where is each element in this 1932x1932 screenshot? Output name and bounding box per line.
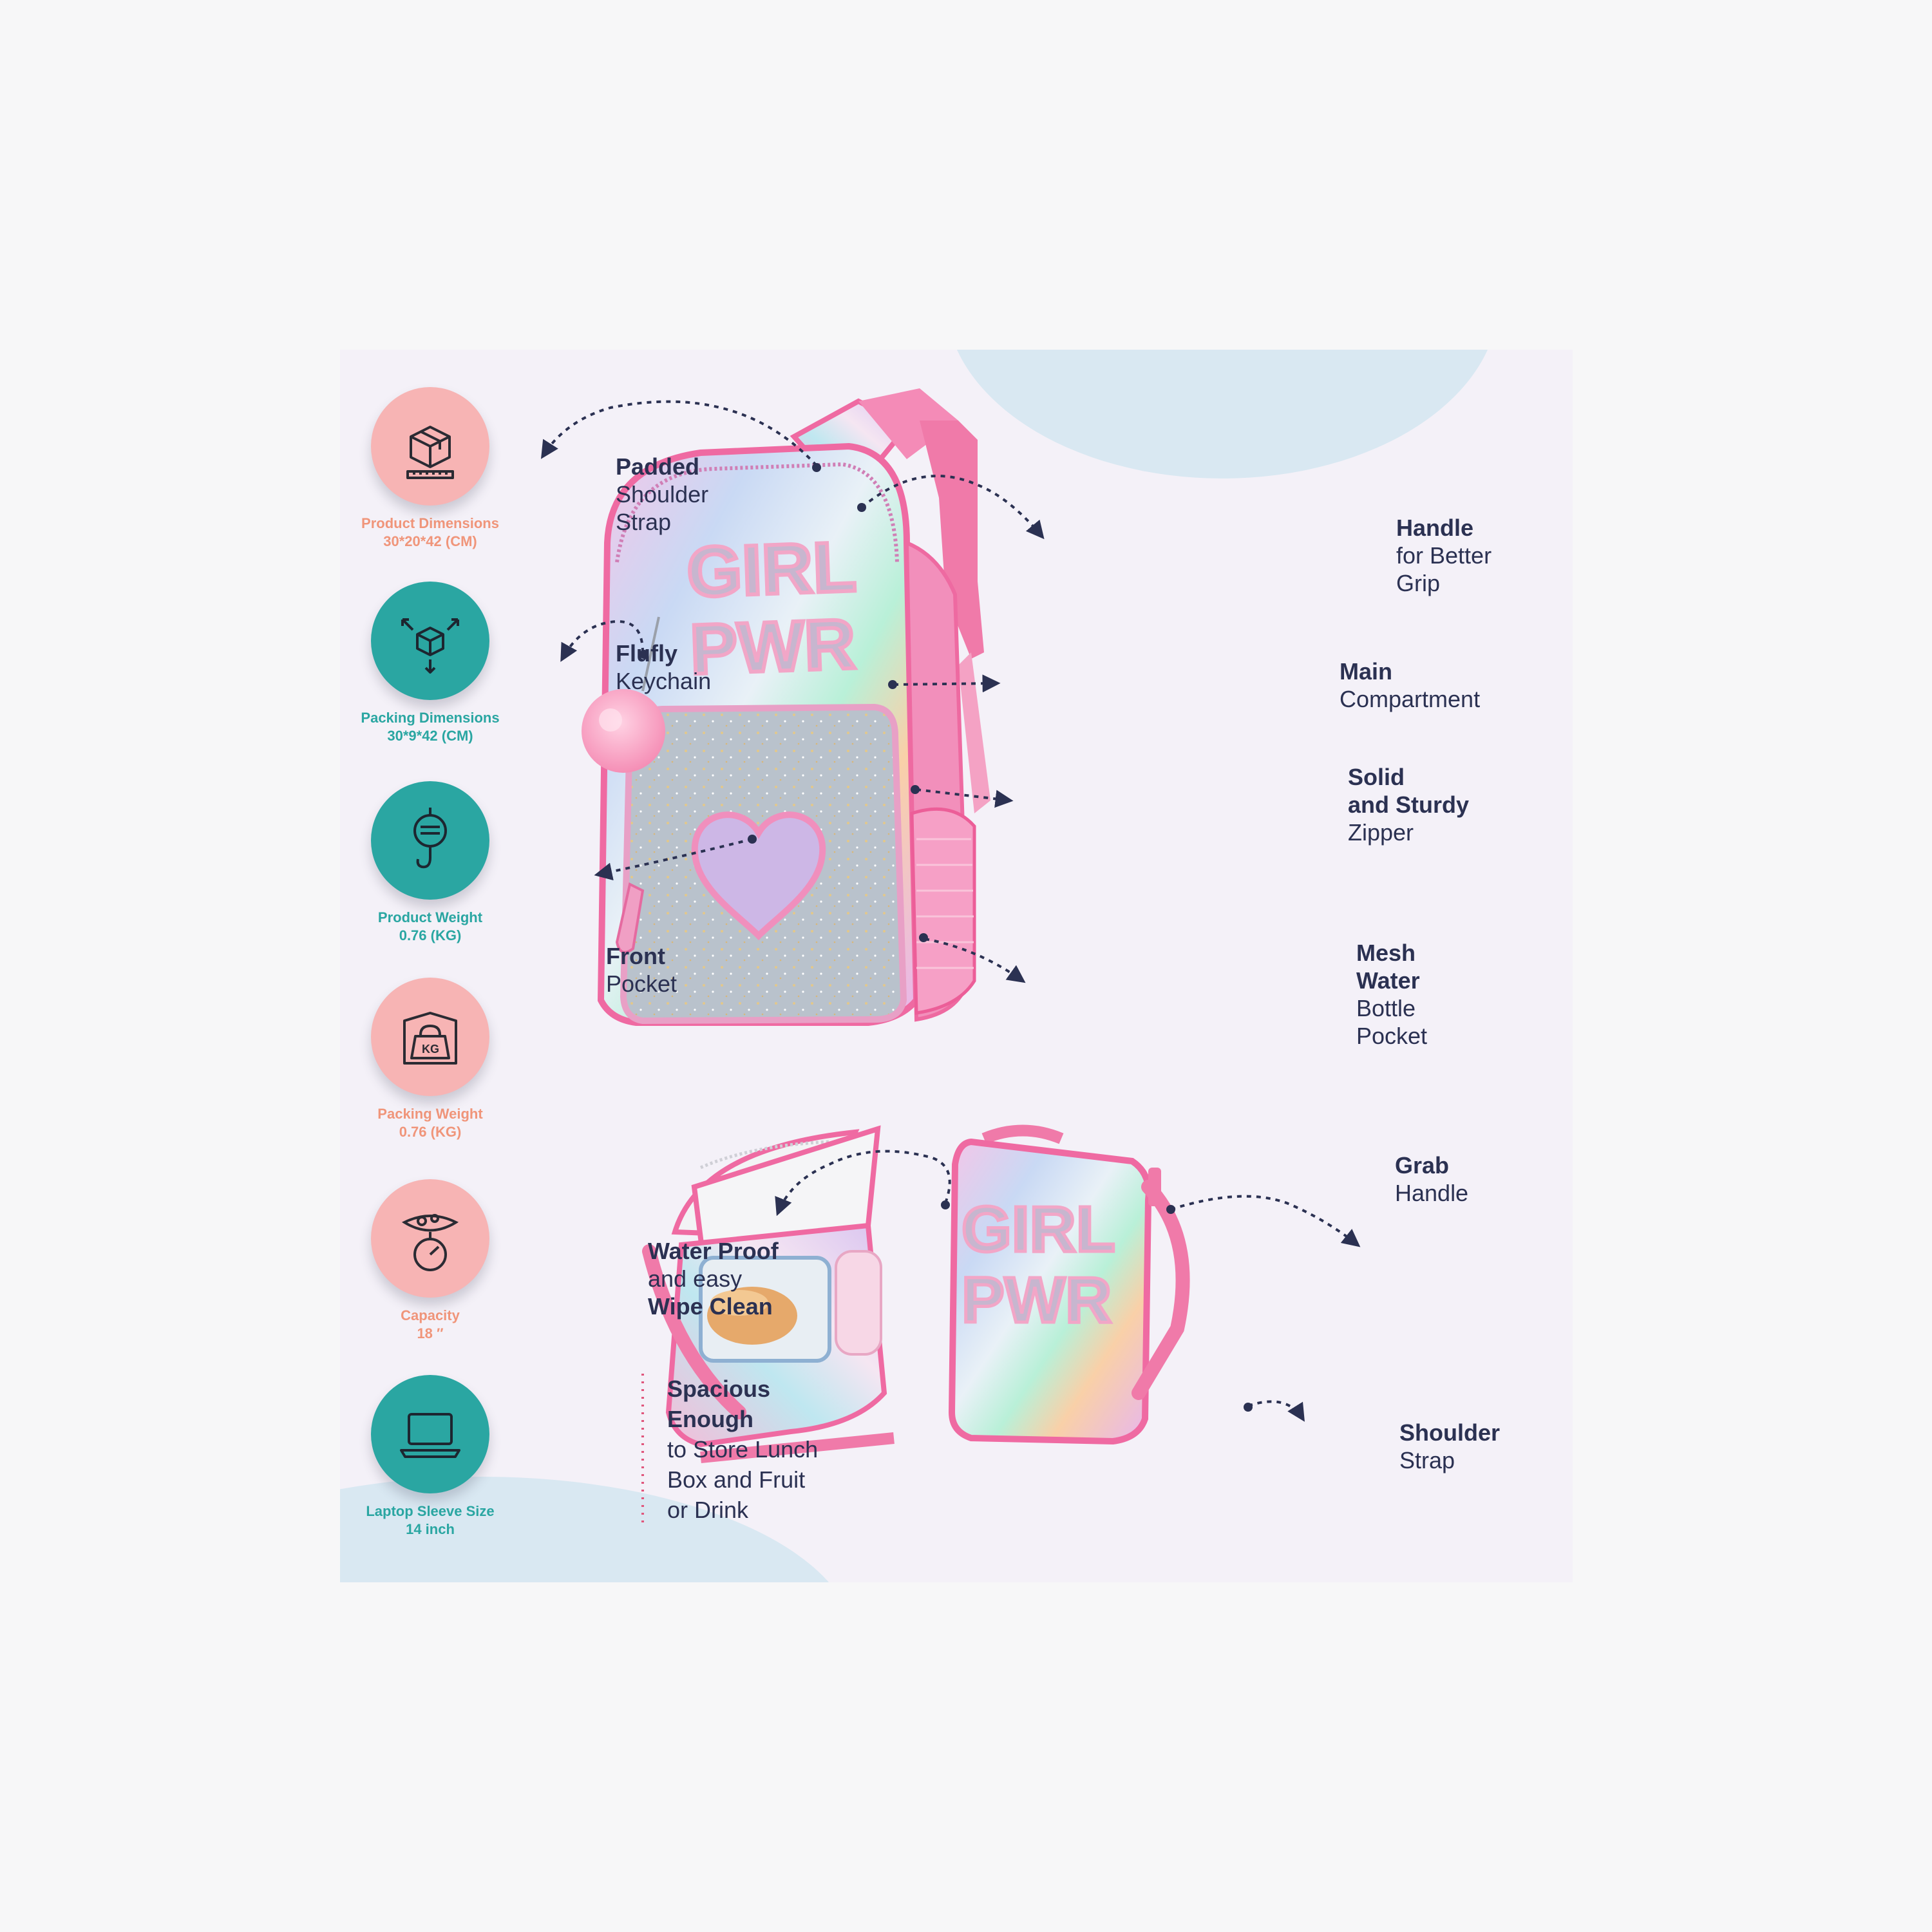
spec-label: Packing Dimensions [361, 710, 500, 726]
callout-spacious: Spacious Enough to Store Lunch Box and F… [667, 1374, 818, 1525]
callout-grab-handle: Grab Handle [1395, 1151, 1468, 1207]
callout-line: to Store Lunch [667, 1436, 819, 1463]
callout-title: Handle [1396, 515, 1474, 541]
lunchbox-logo-line1: GIRL [961, 1193, 1115, 1265]
callout-keychain: Flufly Keychain [616, 639, 711, 695]
backpack-logo-line2: PWR [689, 604, 857, 689]
callout-line: Keychain [616, 668, 712, 694]
spec-value: 0.76 (KG) [399, 927, 462, 943]
laptop-icon [371, 1375, 489, 1493]
spec-value: 0.76 (KG) [399, 1124, 462, 1140]
callout-line: Strap [1399, 1447, 1455, 1473]
callout-waterproof: Water Proof and easy Wipe Clean [648, 1237, 779, 1320]
spec-label: Product Weight [377, 909, 483, 925]
callout-title: Water [1356, 967, 1420, 994]
spec-value: 18 ″ [417, 1325, 444, 1341]
callout-padded-shoulder-strap: Padded Shoulder Strap [616, 453, 708, 536]
spec-value: 14 inch [406, 1521, 455, 1537]
spec-packing-weight: KG Packing Weight 0.76 (KG) [340, 978, 520, 1141]
callout-front-pocket: Front Pocket [606, 942, 677, 998]
lunch-box-closed: GIRL PWR [948, 1124, 1190, 1445]
callout-title: Water Proof [648, 1238, 779, 1264]
callout-line: Zipper [1348, 819, 1414, 846]
callout-dots [639, 463, 1253, 1412]
callout-line: Bottle [1356, 995, 1416, 1021]
callout-line: Pocket [606, 971, 677, 997]
callout-title: Padded [616, 453, 700, 480]
spec-label: Packing Weight [377, 1106, 483, 1122]
callout-line: or Drink [667, 1497, 749, 1523]
box-ruler-icon [371, 387, 489, 506]
callout-line: Compartment [1340, 686, 1481, 712]
hanging-scale-icon [371, 781, 489, 900]
callout-line: Strap [616, 509, 672, 535]
spec-capacity: Capacity 18 ″ [340, 1179, 520, 1343]
callout-title: and Sturdy [1348, 791, 1470, 818]
callout-line: and easy [648, 1265, 743, 1292]
spec-product-weight: Product Weight 0.76 (KG) [340, 781, 520, 945]
callout-title: Wipe Clean [648, 1293, 773, 1320]
spec-value: 30*9*42 (CM) [387, 728, 473, 744]
callout-shoulder-strap: Shoulder Strap [1399, 1419, 1500, 1474]
lunchbox-logo-line2: PWR [961, 1264, 1112, 1336]
callout-title: Spacious [667, 1376, 771, 1402]
callout-line: Grip [1396, 570, 1441, 596]
callout-title: Enough [667, 1406, 753, 1432]
callout-title: Front [606, 943, 665, 969]
backpack-logo-line1: GIRL [686, 527, 858, 612]
callout-title: Grab [1395, 1152, 1450, 1179]
spec-value: 30*20*42 (CM) [383, 533, 477, 549]
callout-line: Shoulder [616, 481, 709, 507]
infographic-panel: GIRL PWR [340, 350, 1573, 1582]
callout-title: Mesh [1356, 940, 1416, 966]
backpack: GIRL PWR [582, 388, 990, 1026]
product-illustration: GIRL PWR [540, 388, 1361, 1528]
box-arrows-icon [371, 582, 489, 700]
callout-line: for Better [1396, 542, 1492, 569]
spec-laptop-sleeve: Laptop Sleeve Size 14 inch [340, 1375, 520, 1539]
callout-handle: Handle for Better Grip [1396, 514, 1492, 597]
callout-main-compartment: Main Compartment [1340, 658, 1480, 713]
callout-connectors [540, 400, 1361, 1422]
callout-line: Pocket [1356, 1023, 1428, 1049]
callout-title: Shoulder [1399, 1419, 1501, 1446]
scale-gauge-icon [371, 1179, 489, 1298]
callout-line: Box and Fruit [667, 1466, 806, 1493]
svg-text:KG: KG [422, 1043, 439, 1056]
spec-label: Product Dimensions [361, 515, 499, 531]
callout-zipper: Solid and Sturdy Zipper [1348, 763, 1469, 846]
spec-label: Capacity [401, 1307, 460, 1323]
spec-label: Laptop Sleeve Size [366, 1503, 495, 1519]
callout-line: Handle [1395, 1180, 1469, 1206]
spec-product-dimensions: Product Dimensions 30*20*42 (CM) [340, 387, 520, 551]
callout-title: Flufly [616, 640, 677, 667]
callout-title: Main [1340, 658, 1393, 685]
spec-packing-dimensions: Packing Dimensions 30*9*42 (CM) [340, 582, 520, 745]
kg-weight-icon: KG [371, 978, 489, 1096]
callout-title: Solid [1348, 764, 1405, 790]
callout-mesh-pocket: Mesh Water Bottle Pocket [1356, 939, 1427, 1050]
